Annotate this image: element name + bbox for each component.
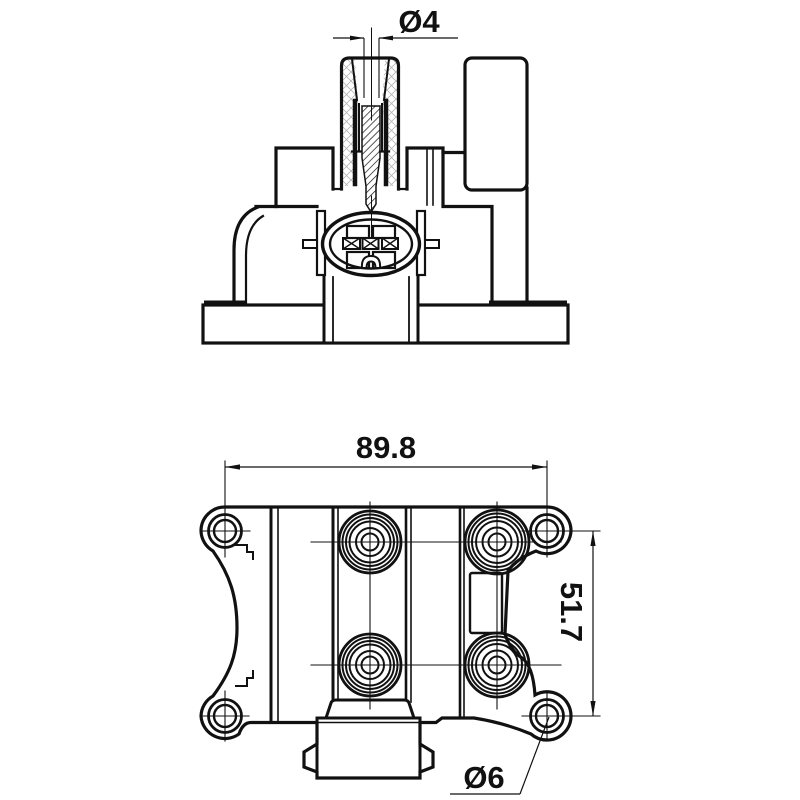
dim-width: 89.8 (225, 430, 547, 470)
arrowhead (379, 35, 393, 41)
arrowhead (532, 464, 547, 470)
flange-notch (235, 670, 254, 687)
dim-label-height: 51.7 (554, 582, 589, 642)
connector-pin-x (361, 237, 380, 250)
connector-pin (342, 237, 361, 250)
right-step (441, 150, 494, 305)
arrowhead (590, 701, 596, 716)
flange-notch (235, 544, 254, 560)
connector-pin-x (342, 237, 361, 250)
front-section-view (201, 27, 570, 345)
connector-latch-notch (360, 254, 382, 269)
arrowhead (350, 35, 364, 41)
connector-pins (342, 237, 399, 250)
dim-label-terminal-bore: Ø4 (398, 4, 440, 39)
connector-pin-x (381, 237, 399, 250)
connector-side-tab (302, 239, 318, 249)
connector-pin (361, 237, 380, 250)
hv-tower-shell (339, 56, 401, 191)
left-shoulder-outer (232, 204, 261, 305)
dim-label-hole-diameter: Ø6 (463, 760, 504, 795)
right-block (405, 146, 467, 191)
tower-insulation-hatch (342, 60, 358, 186)
dim-height: 51.7 (554, 531, 596, 716)
left-block (274, 146, 335, 209)
tower-cone-line (350, 57, 359, 102)
hv-terminal-pin-section (361, 105, 381, 214)
plan-view (199, 460, 601, 780)
left-shoulder-inner (244, 214, 265, 306)
arrowhead (590, 531, 596, 546)
base-opening-mask (325, 277, 417, 342)
tower-cone-line (382, 57, 391, 102)
connector-side-tab (424, 239, 440, 249)
connector-pin (381, 237, 399, 250)
arrowhead (225, 464, 240, 470)
dim-hole-diameter: Ø6 (450, 716, 550, 795)
dim-label-width: 89.8 (356, 430, 416, 465)
leader-line (519, 716, 550, 795)
dim-terminal-bore: Ø4 (333, 4, 458, 98)
mounting-tab (463, 56, 529, 192)
connector-housing (315, 716, 422, 780)
